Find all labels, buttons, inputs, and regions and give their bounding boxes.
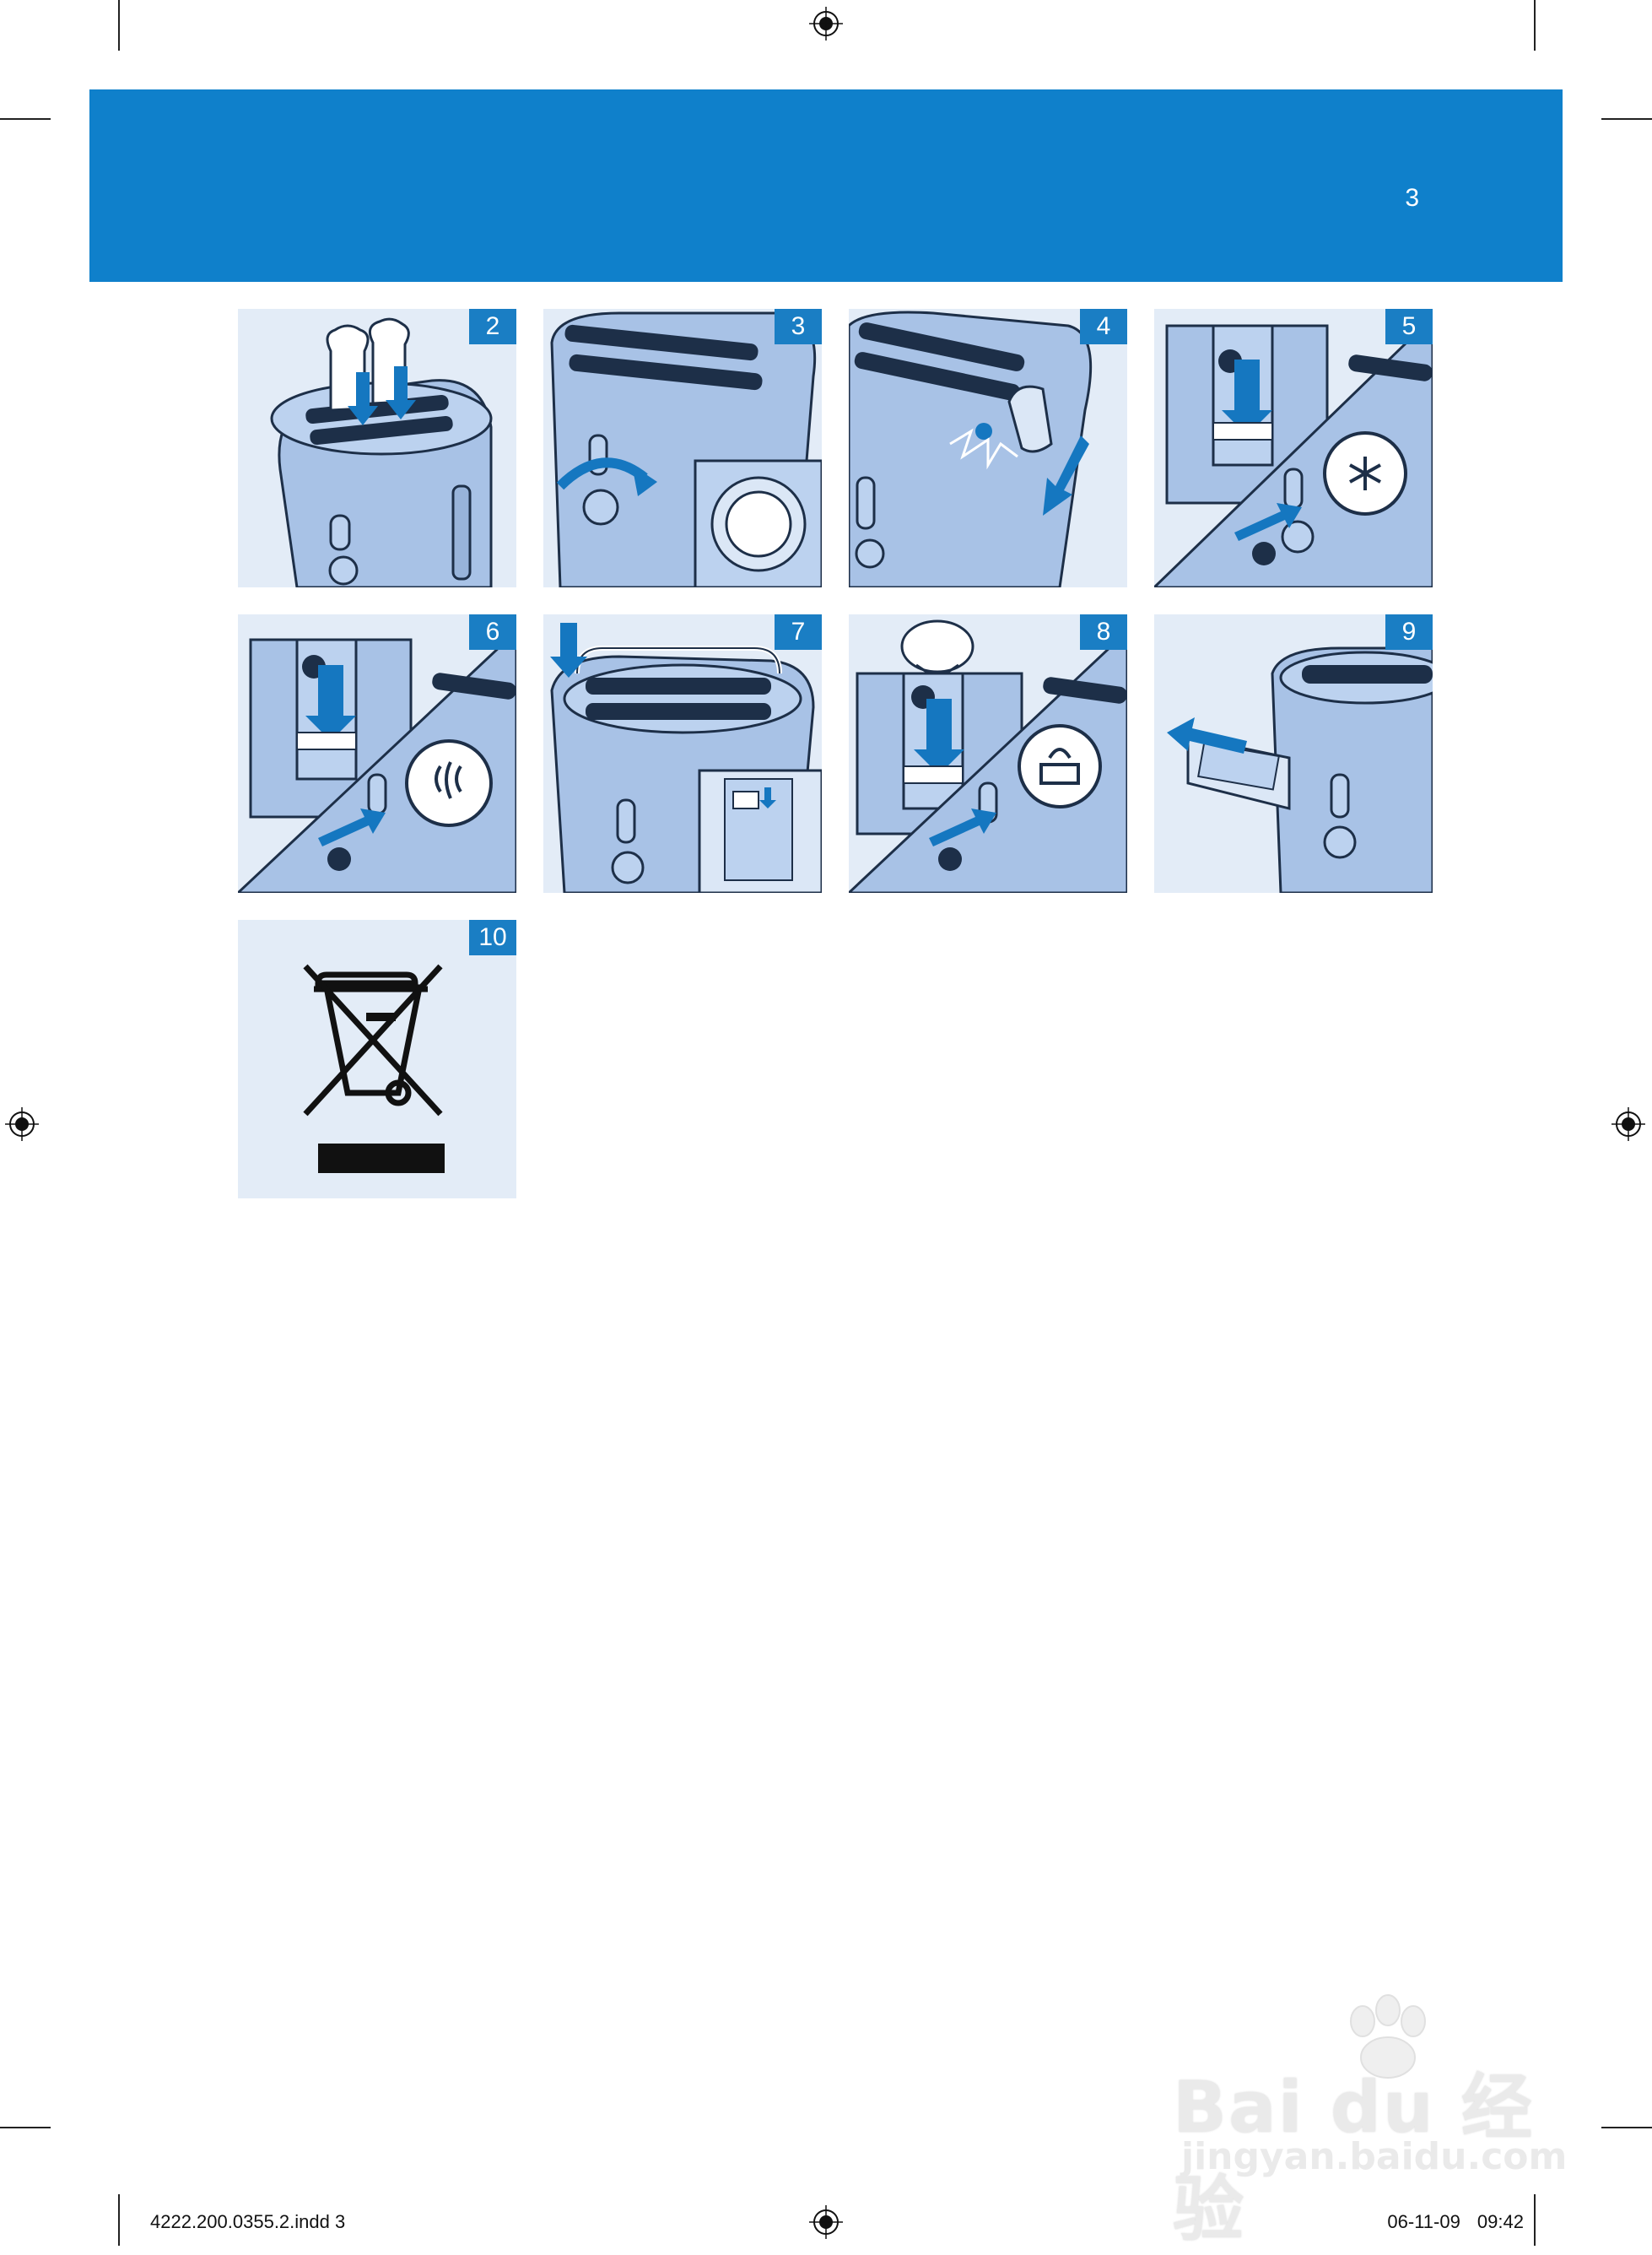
figure-panel-7: 7 bbox=[543, 614, 822, 893]
registration-mark-icon bbox=[5, 1107, 39, 1141]
page-number: 3 bbox=[1405, 184, 1419, 212]
figure-panel-3: 3 bbox=[543, 309, 822, 587]
watermark-url: jingyan.baidu.com bbox=[1181, 2135, 1568, 2178]
step-number-badge: 4 bbox=[1080, 309, 1127, 344]
crop-mark bbox=[0, 2127, 51, 2128]
figure-panel-6: 6 bbox=[238, 614, 516, 893]
defrost-button-illustration bbox=[1154, 315, 1433, 587]
crop-mark bbox=[1601, 2127, 1652, 2128]
crossed-out-wheelie-bin-icon bbox=[303, 964, 445, 1173]
watermark: Bai du 经验 jingyan.baidu.com bbox=[1147, 1992, 1569, 2251]
step-number-badge: 7 bbox=[775, 614, 822, 650]
paw-print-icon bbox=[1350, 1994, 1426, 2079]
crop-mark bbox=[1534, 2194, 1536, 2246]
step-number-badge: 10 bbox=[469, 920, 516, 955]
figure-panel-8: 8 bbox=[849, 614, 1127, 893]
step-number-badge: 3 bbox=[775, 309, 822, 344]
figure-panel-10: 10 bbox=[238, 920, 516, 1198]
figure-panel-9: 9 bbox=[1154, 614, 1433, 893]
figure-panel-5: 5 bbox=[1154, 309, 1433, 587]
figure-panel-2: 2 bbox=[238, 309, 516, 587]
crop-mark bbox=[1534, 0, 1536, 51]
toaster-insert-bread-illustration bbox=[270, 317, 493, 587]
watermark-logo-text: Bai du 经验 bbox=[1173, 2066, 1534, 2251]
header-band: 3 bbox=[89, 89, 1563, 282]
footer-date-time: 06-11-09 09:42 bbox=[1387, 2211, 1524, 2232]
registration-mark-icon bbox=[1612, 1107, 1645, 1141]
step-number-badge: 6 bbox=[469, 614, 516, 650]
browning-control-illustration bbox=[550, 311, 822, 587]
step-number-badge: 9 bbox=[1385, 614, 1433, 650]
registration-mark-icon bbox=[809, 7, 843, 41]
figure-panel-4: 4 bbox=[849, 309, 1127, 587]
crop-mark bbox=[0, 118, 51, 120]
step-number-badge: 5 bbox=[1385, 309, 1433, 344]
bun-warming-rack-illustration bbox=[550, 623, 822, 893]
crop-mark bbox=[1601, 118, 1652, 120]
bun-warming-button-illustration bbox=[849, 619, 1127, 893]
reheat-button-illustration bbox=[238, 629, 516, 893]
crumb-tray-illustration bbox=[1167, 646, 1433, 893]
step-number-badge: 8 bbox=[1080, 614, 1127, 650]
registration-mark-icon bbox=[809, 2205, 843, 2239]
step-number-badge: 2 bbox=[469, 309, 516, 344]
footer-file-info: 4222.200.0355.2.indd 3 bbox=[150, 2211, 346, 2232]
crop-mark bbox=[118, 0, 120, 51]
power-cord-illustration bbox=[849, 311, 1093, 587]
crop-mark bbox=[118, 2194, 120, 2246]
